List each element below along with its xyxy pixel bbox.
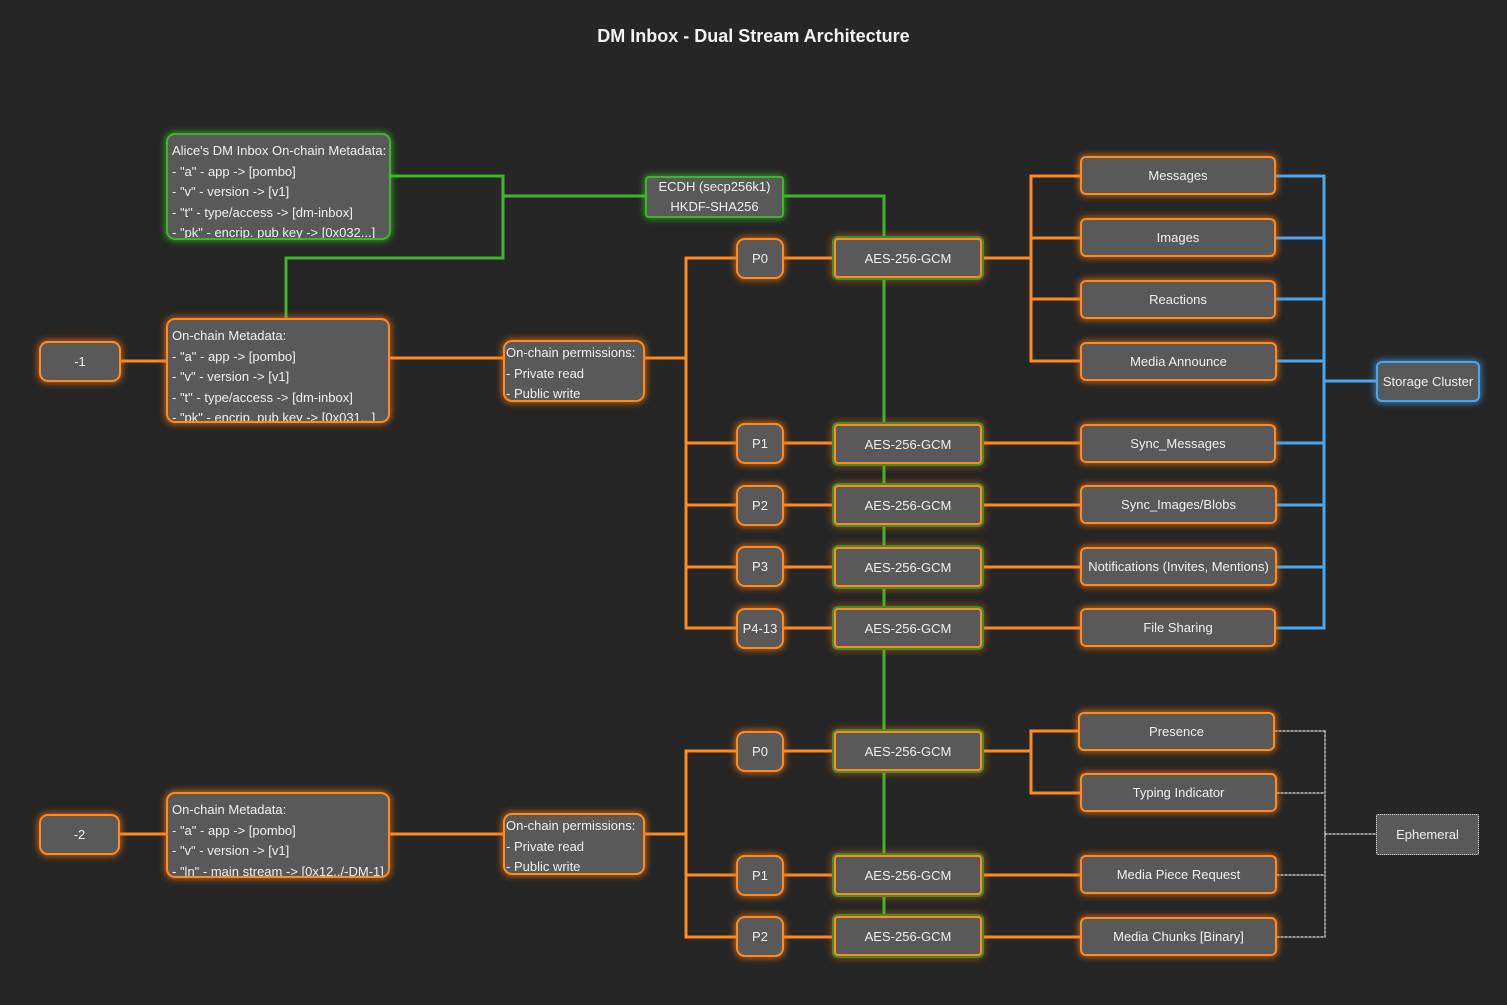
channel-node: Reactions: [1080, 280, 1276, 319]
ephemeral-node: Ephemeral: [1376, 814, 1479, 855]
cipher-node: AES-256-GCM: [834, 731, 982, 771]
partition-node: P2: [736, 916, 784, 957]
permission-line: - Private read: [506, 838, 585, 854]
alice-metadata-line: - "pk" - encrip. pub key -> [0x032...]: [172, 225, 376, 240]
stream2-metadata-line: - "v" - version -> [v1]: [172, 843, 290, 858]
channel-node: Typing Indicator: [1080, 773, 1277, 812]
permission-line: - Public write: [506, 386, 581, 401]
cipher-node: AES-256-GCM: [834, 485, 982, 525]
channel-node: File Sharing: [1080, 608, 1276, 647]
partition-node: P1: [736, 423, 784, 464]
alice-metadata-box: Alice's DM Inbox On-chain Metadata: - "a…: [166, 133, 391, 240]
channel-node: Notifications (Invites, Mentions): [1080, 547, 1277, 586]
green-links: [284, 174, 886, 918]
alice-metadata-heading: Alice's DM Inbox On-chain Metadata:: [172, 143, 387, 158]
stream2-metadata-line: - "ln" - main stream -> [0x12../-DM-1]: [172, 863, 384, 878]
partition-node: P0: [736, 731, 784, 772]
partition-node: P2: [736, 485, 784, 526]
channel-node: Media Announce: [1080, 342, 1277, 381]
cipher-node: AES-256-GCM: [834, 238, 982, 278]
partition-node: P1: [736, 855, 784, 896]
cipher-node: AES-256-GCM: [834, 608, 982, 648]
stream1-metadata-line: - "pk" - encrip. pub key -> [0x031...]: [172, 410, 376, 423]
cipher-node: AES-256-GCM: [834, 855, 982, 895]
stream1-metadata-box: On-chain Metadata: - "a" - app -> [pombo…: [166, 318, 390, 423]
diagram-title: DM Inbox - Dual Stream Architecture: [597, 26, 910, 46]
partition-node: P0: [736, 238, 784, 279]
stream2-permissions-box: On-chain permissions: - Private read - P…: [503, 813, 645, 875]
blue-links: [1274, 174, 1378, 630]
stream1-metadata-line: - "a" - app -> [pombo]: [172, 348, 296, 364]
alice-metadata-line: - "v" - version -> [v1]: [172, 184, 290, 199]
ecdh-line: ECDH (secp256k1): [658, 178, 771, 194]
channel-node: Presence: [1078, 712, 1275, 751]
ecdh-box: ECDH (secp256k1) HKDF-SHA256: [645, 176, 784, 218]
stream2-metadata-line: - "a" - app -> [pombo]: [172, 822, 296, 838]
hkdf-line: HKDF-SHA256: [670, 199, 759, 214]
dotted-links: [1274, 730, 1377, 938]
channel-node: Messages: [1080, 156, 1276, 195]
cipher-node: AES-256-GCM: [834, 916, 982, 956]
channel-node: Sync_Messages: [1080, 424, 1276, 463]
permission-line: - Public write: [506, 859, 581, 874]
channel-node: Images: [1080, 218, 1276, 257]
channel-node: Media Piece Request: [1080, 855, 1277, 894]
permission-line: - Private read: [506, 365, 585, 381]
stream2-metadata-heading: On-chain Metadata:: [172, 802, 287, 817]
stream-id-node: -2: [39, 814, 120, 855]
permissions-heading: On-chain permissions:: [506, 345, 636, 360]
stream1-metadata-line: - "t" - type/access -> [dm-inbox]: [172, 389, 353, 405]
stream2-metadata-box: On-chain Metadata: - "a" - app -> [pombo…: [166, 792, 390, 878]
partition-node: P4-13: [736, 608, 784, 649]
channel-node: Media Chunks [Binary]: [1080, 917, 1277, 956]
alice-metadata-line: - "t" - type/access -> [dm-inbox]: [172, 204, 353, 220]
orange-links: [118, 174, 1082, 939]
alice-metadata-line: - "a" - app -> [pombo]: [172, 163, 296, 179]
stream1-metadata-line: - "v" - version -> [v1]: [172, 369, 290, 384]
cipher-node: AES-256-GCM: [834, 424, 982, 464]
storage-cluster-node: Storage Cluster: [1376, 361, 1480, 402]
permissions-heading: On-chain permissions:: [506, 818, 636, 833]
channel-node: Sync_Images/Blobs: [1080, 485, 1277, 524]
stream-id-node: -1: [39, 341, 121, 382]
cipher-node: AES-256-GCM: [834, 547, 982, 587]
stream1-permissions-box: On-chain permissions: - Private read - P…: [503, 340, 645, 402]
stream1-metadata-heading: On-chain Metadata:: [172, 328, 287, 343]
partition-node: P3: [736, 546, 784, 587]
